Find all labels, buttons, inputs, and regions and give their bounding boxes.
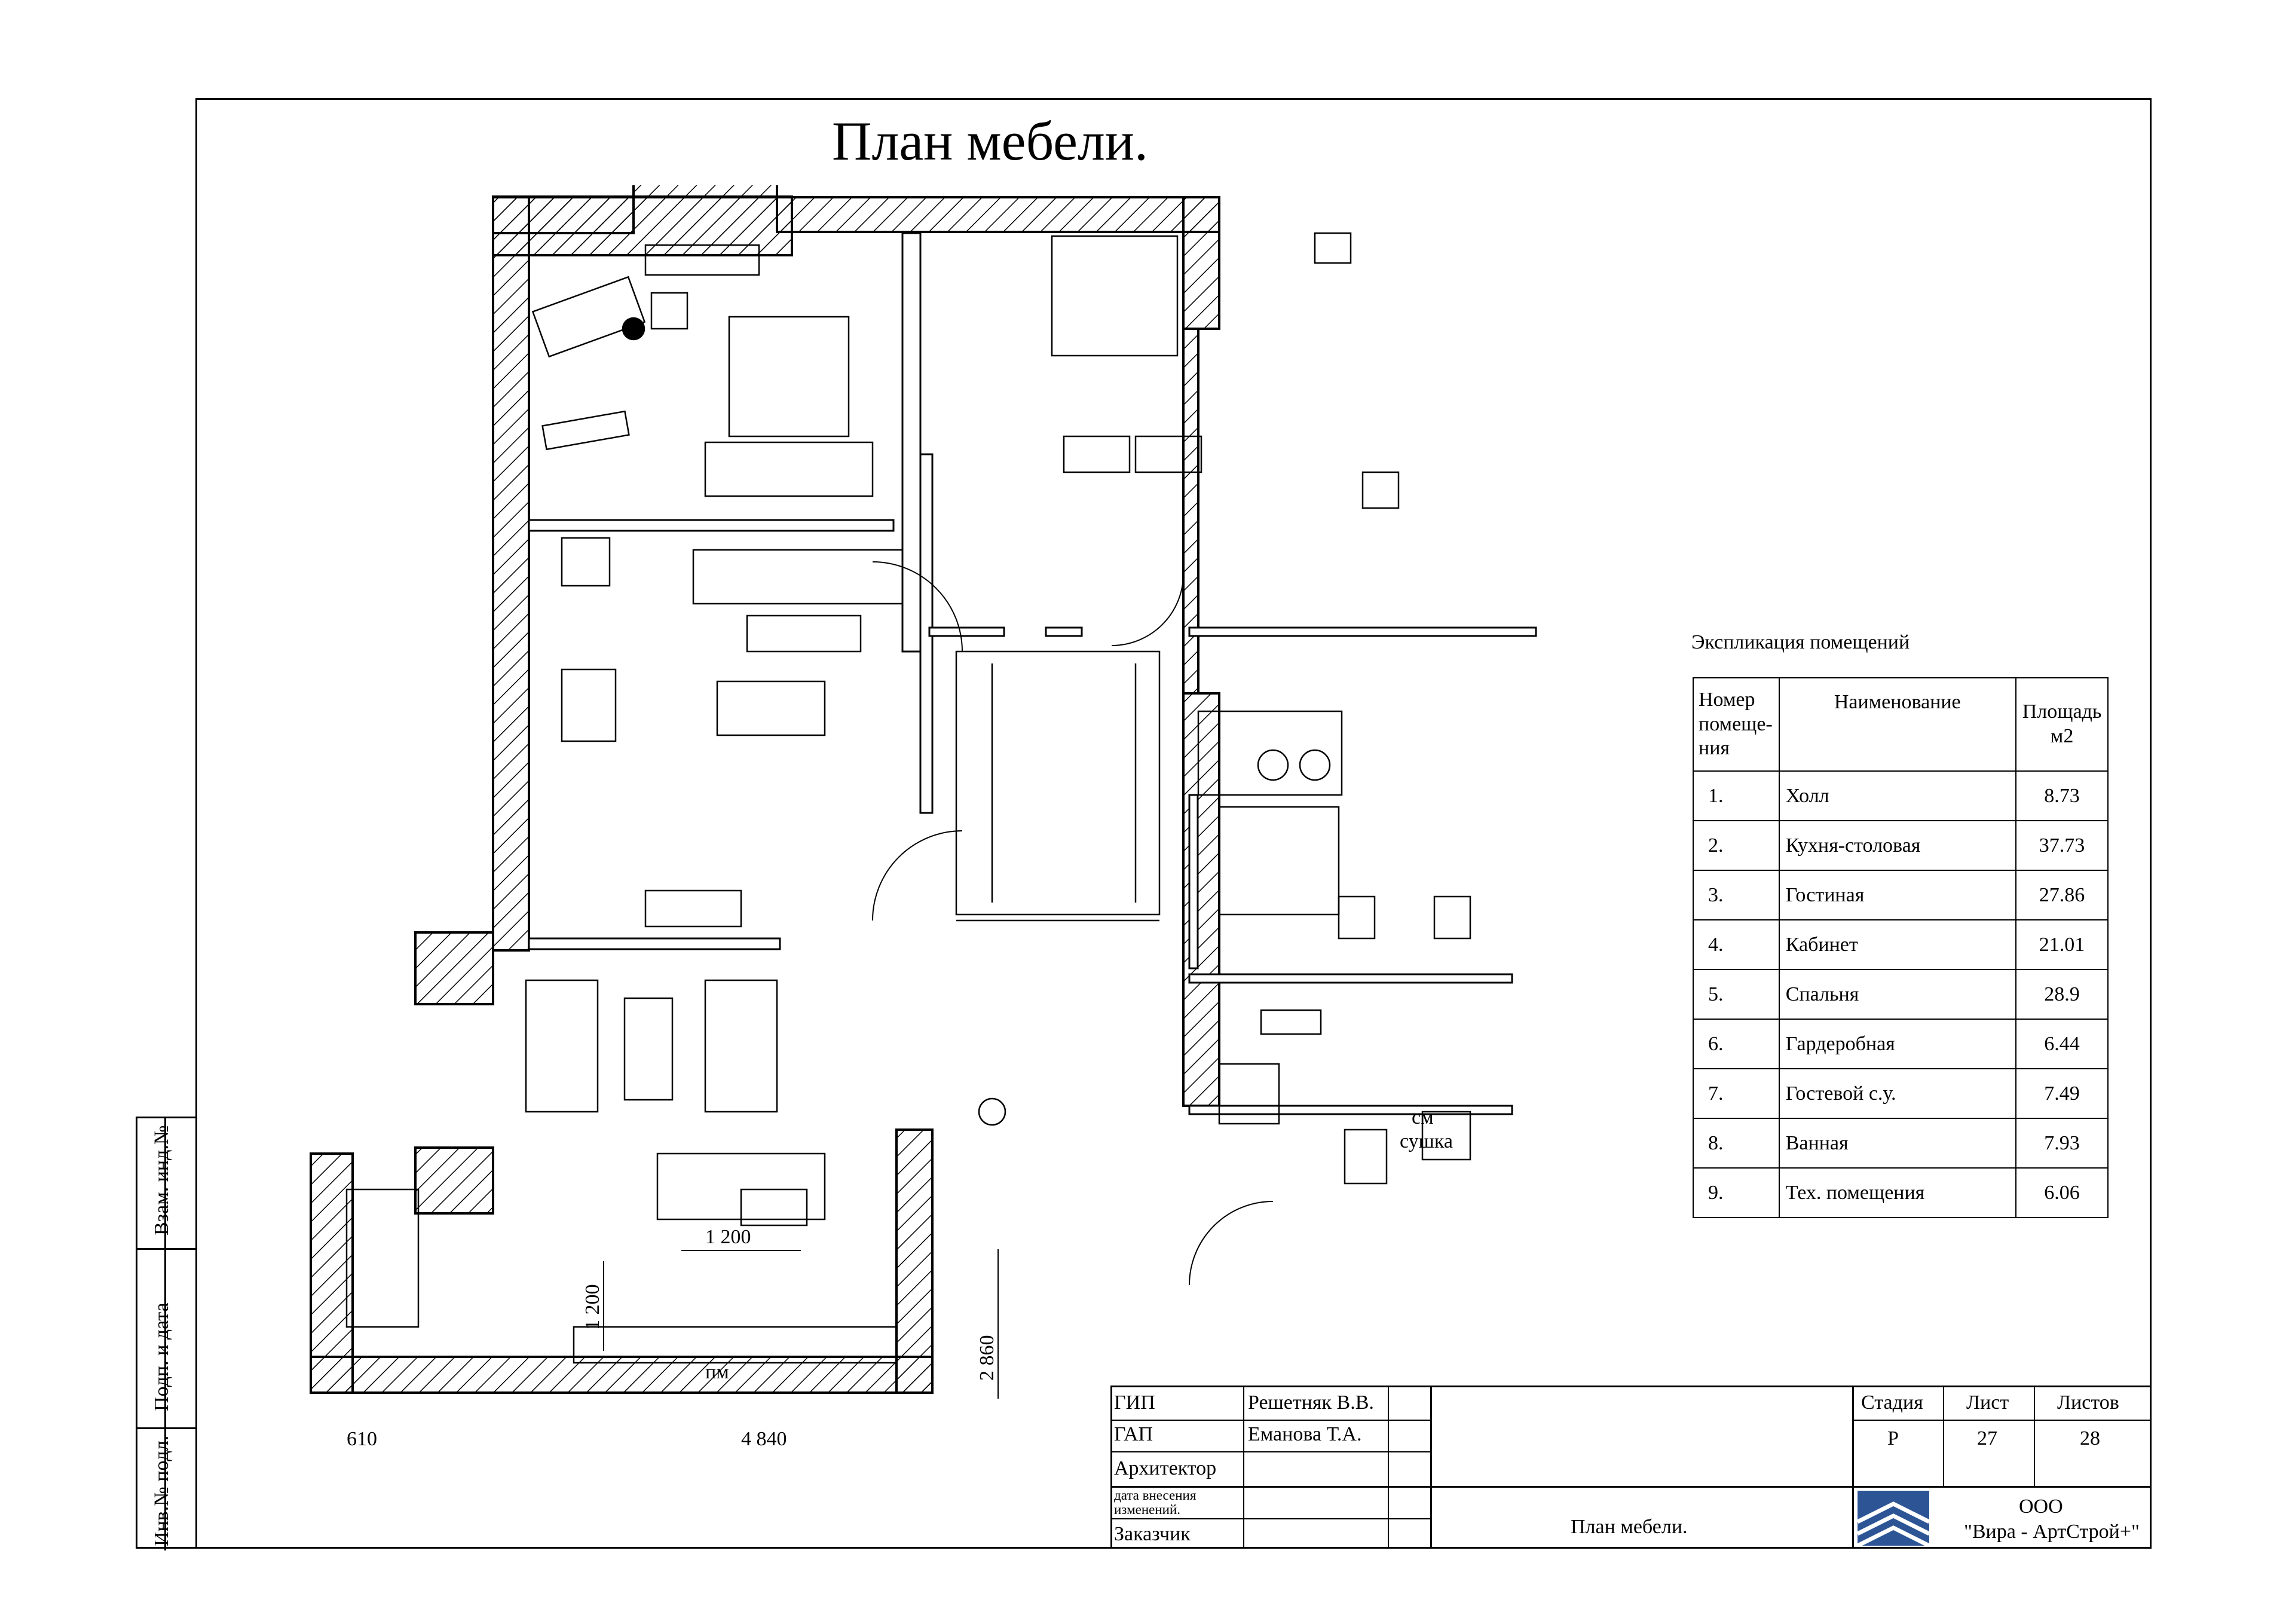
room-number: 1. xyxy=(1693,770,1780,821)
room-name: Гардеробная xyxy=(1778,1019,2016,1069)
floor-plan: 1 200 1 200 2 860 610 4 840 пм см сушка xyxy=(310,185,1537,1446)
wall-bay-top xyxy=(632,185,778,198)
explication-heading: Экспликация помещений xyxy=(1691,631,1910,653)
room-name: Тех. помещения xyxy=(1778,1167,2016,1218)
side-strip: Взам. инд.№ Подп. и дата Инв.№ подл. xyxy=(136,1117,197,1550)
stamp-stage-value: Р xyxy=(1887,1427,1899,1449)
stamp-sheet-value: 27 xyxy=(1977,1427,1997,1449)
stamp-gip-label: ГИП xyxy=(1114,1391,1155,1414)
room-area: 37.73 xyxy=(2015,820,2109,871)
room-name: Гостиная xyxy=(1778,870,2016,920)
wall-bottom-left xyxy=(310,1152,354,1394)
wall-kitchen-pier xyxy=(414,931,494,1005)
room-area: 27.86 xyxy=(2015,870,2109,920)
stamp-gap-label: ГАП xyxy=(1114,1423,1153,1445)
wall-right-top xyxy=(1182,196,1220,330)
room-area: 21.01 xyxy=(2015,919,2109,970)
stamp-architect-label: Архитектор xyxy=(1114,1457,1217,1479)
stamp-sheet-label: Лист xyxy=(1966,1391,2009,1414)
room-number: 9. xyxy=(1693,1167,1780,1218)
stamp-gap-name: Еманова Т.А. xyxy=(1248,1423,1362,1445)
outer-walls xyxy=(310,185,1220,1394)
dim-1200-vertical: 1 200 xyxy=(582,1284,604,1331)
label-pm: пм xyxy=(705,1361,729,1383)
dim-1200-horizontal: 1 200 xyxy=(705,1226,751,1248)
room-area: 7.93 xyxy=(2015,1118,2109,1169)
header-name: Наименование xyxy=(1778,677,2016,772)
label-sm: см xyxy=(1412,1106,1434,1128)
doors xyxy=(872,561,1274,1286)
side-cell-signature: Подп. и дата xyxy=(137,1248,197,1427)
stamp-change-date-label: дата внесения изменений. xyxy=(1114,1488,1197,1518)
room-name: Кабинет xyxy=(1778,919,2016,970)
stamp-customer-label: Заказчик xyxy=(1114,1523,1191,1545)
stamp-sheets-value: 28 xyxy=(2080,1427,2100,1449)
room-area: 7.49 xyxy=(2015,1068,2109,1119)
wall-right-mid xyxy=(1182,328,1199,695)
label-sushka: сушка xyxy=(1400,1130,1453,1152)
room-name: Кухня-столовая xyxy=(1778,820,2016,871)
room-number: 5. xyxy=(1693,969,1780,1020)
room-number: 7. xyxy=(1693,1068,1780,1119)
wall-kitchen-pier2 xyxy=(414,1146,494,1215)
side-label-replace: Взам. инд.№ xyxy=(151,1125,173,1235)
dim-610: 610 xyxy=(347,1428,377,1446)
stamp-gip-name: Решетняк В.В. xyxy=(1248,1391,1374,1414)
furniture xyxy=(345,232,1471,1364)
stamp-stage-label: Стадия xyxy=(1861,1391,1923,1414)
room-area: 6.44 xyxy=(2015,1019,2109,1069)
room-number: 6. xyxy=(1693,1019,1780,1069)
room-name: Ванная xyxy=(1778,1118,2016,1169)
room-number: 2. xyxy=(1693,820,1780,871)
stamp-sheets-label: Листов xyxy=(2057,1391,2119,1414)
title-block: ГИП Решетняк В.В. ГАП Еманова Т.А. Архит… xyxy=(1110,1386,2152,1549)
drawing-frame xyxy=(195,98,2152,1549)
wall-left xyxy=(492,196,530,952)
room-number: 3. xyxy=(1693,870,1780,920)
room-area: 8.73 xyxy=(2015,770,2109,821)
side-cell-replace: Взам. инд.№ xyxy=(137,1118,197,1248)
explication-row: 7.Гостевой с.у.7.49 xyxy=(1693,1068,2109,1119)
wall-bottom-right xyxy=(895,1128,934,1394)
side-cell-inventory: Инв.№ подл. xyxy=(137,1427,197,1550)
page-title: План мебели. xyxy=(832,111,1149,172)
side-strip-divider xyxy=(164,1118,166,1550)
side-label-signature: Подп. и дата xyxy=(151,1302,173,1411)
room-number: 8. xyxy=(1693,1118,1780,1169)
header-area: Площадь м2 xyxy=(2015,677,2109,772)
room-area: 28.9 xyxy=(2015,969,2109,1020)
explication-table: Номер помеще-ния Наименование Площадь м2… xyxy=(1693,677,2109,1218)
wall-top-right xyxy=(776,196,1220,233)
room-name: Холл xyxy=(1778,770,2016,821)
dim-2860: 2 860 xyxy=(976,1335,998,1381)
room-area: 6.06 xyxy=(2015,1167,2109,1218)
dimension-lines xyxy=(603,1249,999,1399)
room-name: Спальня xyxy=(1778,969,2016,1020)
header-number: Номер помеще-ния xyxy=(1693,677,1780,772)
company-logo-icon xyxy=(1858,1491,1929,1546)
stamp-company-line2: "Вира - АртСтрой+" xyxy=(1964,1521,2140,1543)
side-label-inventory: Инв.№ подл. xyxy=(151,1435,173,1546)
interior-walls xyxy=(528,232,1537,1115)
dim-4840: 4 840 xyxy=(741,1428,787,1446)
room-number: 4. xyxy=(1693,919,1780,970)
stamp-drawing-name: План мебели. xyxy=(1571,1516,1688,1538)
room-name: Гостевой с.у. xyxy=(1778,1068,2016,1119)
stamp-company-line1: ООО xyxy=(2019,1495,2063,1518)
